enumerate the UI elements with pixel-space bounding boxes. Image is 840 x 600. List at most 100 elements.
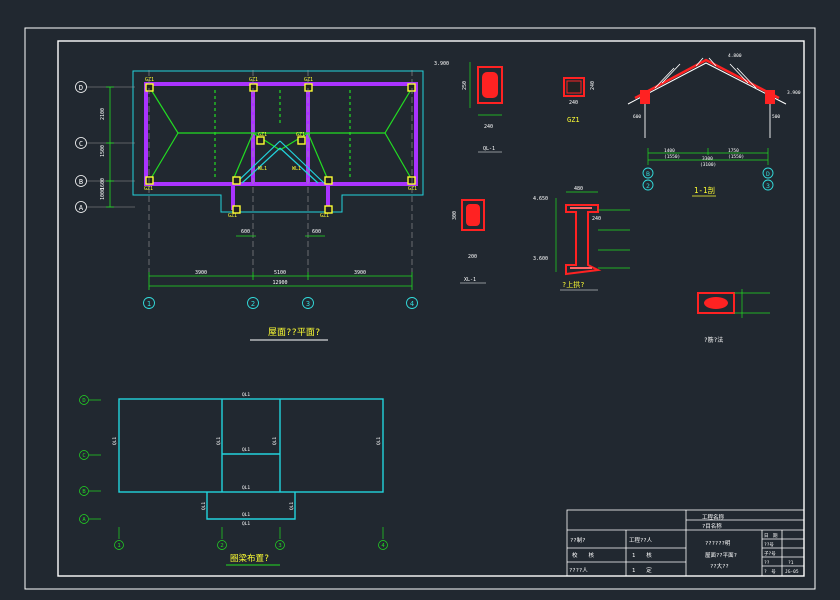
drawing-title-line: 屋面??平面? xyxy=(705,552,737,559)
dim-label: 2100 xyxy=(100,108,106,120)
axis-bubble-label: 4 xyxy=(410,300,414,308)
tb-cell: 1 定 xyxy=(632,566,652,574)
axis-bubble-label: 2 xyxy=(220,543,223,549)
column-tag: GZ1 xyxy=(296,132,305,138)
dim-label: 240 xyxy=(592,216,601,222)
beam-tag: QL1 xyxy=(242,447,250,453)
beam-tag: QL1 xyxy=(216,437,222,445)
column-tag: GZ1 xyxy=(144,186,153,192)
section-label: GZ1 xyxy=(567,116,580,124)
beam-tag: QL1 xyxy=(242,485,250,491)
axis-bubble-label: 2 xyxy=(251,300,255,308)
dim-label: 3300 xyxy=(702,156,713,162)
axis-bubble-label: 3 xyxy=(278,543,281,549)
dim-label: 5100 xyxy=(274,270,286,276)
plan-title: 屋面??平面? xyxy=(268,327,320,338)
axis-bubble-label: 2 xyxy=(646,182,650,190)
dim-label: 250 xyxy=(462,81,468,90)
dim-label: 240 xyxy=(484,124,493,130)
axis-bubble-label: 1 xyxy=(147,300,151,308)
beam-tag: QL1 xyxy=(242,512,250,518)
level-label: 3.600 xyxy=(533,256,548,262)
ring-beam-plan: QL1 QL1 QL1 QL1 QL1 QL1 QL1 QL1 QL1 QL1 … xyxy=(79,392,388,566)
axis-bubble-label: 1 xyxy=(117,543,120,549)
section-label: XL-1 xyxy=(464,277,476,283)
tb-cell: ????人 xyxy=(569,567,588,574)
beam-tag: QL1 xyxy=(272,437,278,445)
dim-label: 480 xyxy=(574,186,583,192)
dim-label: 1750 xyxy=(728,148,739,154)
dim-label: 1500 xyxy=(100,145,106,157)
dim-label: 600 xyxy=(241,229,250,235)
section-label: QL-1 xyxy=(483,146,495,152)
axis-bubble-label: 3 xyxy=(306,300,310,308)
section-detail: ?筋?法 xyxy=(697,289,770,344)
beam-tag: WL1 xyxy=(258,166,267,172)
axis-bubble-label: B xyxy=(82,489,86,495)
beam-tag: QL1 xyxy=(112,437,118,445)
axis-bubble-label: C xyxy=(79,140,83,148)
dim-label: 600 xyxy=(312,229,321,235)
roof-plan: GZ1 GZ1 GZ1 GZ1 GZ1 GZ1 GZ1 GZ1 GZ1 WL1 … xyxy=(75,70,424,341)
section-gz1: 240 240 GZ1 xyxy=(563,77,596,124)
axis-bubble-label: A xyxy=(82,517,86,523)
title-block xyxy=(566,509,805,577)
dim-label: 200 xyxy=(468,254,477,260)
dim-label: (3100) xyxy=(700,162,716,168)
column-tag: GZ1 xyxy=(249,77,258,83)
axis-bubble-label: A xyxy=(79,204,84,212)
dim-label: 3900 xyxy=(354,270,366,276)
beam-tag: QL1 xyxy=(242,521,250,527)
tb-cell: ??制? xyxy=(570,536,585,544)
section-title: 1-1剖 xyxy=(694,185,715,195)
tb-meta: ? 号 xyxy=(764,569,776,575)
axis-bubble-label: 4 xyxy=(381,543,385,549)
axis-bubble-label: C xyxy=(82,453,85,459)
dim-label: 1000 xyxy=(100,188,106,200)
dim-label: 3900 xyxy=(195,270,207,276)
level-label: 3.900 xyxy=(434,61,449,67)
column-tag: GZ1 xyxy=(320,213,329,219)
ring-plan-title: 圈梁布置? xyxy=(230,553,269,564)
column-tag: GZ1 xyxy=(304,77,313,83)
level-label: 4.800 xyxy=(728,53,742,59)
axis-bubble-label: 3 xyxy=(766,182,770,190)
axis-bubble-label: B xyxy=(79,178,83,186)
level-label: 4.650 xyxy=(533,196,548,202)
tb-meta-value: JG-05 xyxy=(785,569,799,575)
axis-bubble-label: D xyxy=(82,398,85,404)
tb-cell: 校 核 xyxy=(572,551,595,559)
outer-frame xyxy=(24,27,816,590)
beam-tag: QL1 xyxy=(201,502,207,510)
columns xyxy=(145,83,416,214)
drawing-title-line: ??????明 xyxy=(705,540,731,547)
column-tag: GZ1 xyxy=(145,77,154,83)
inner-frame xyxy=(57,40,805,577)
dim-label: 240 xyxy=(590,81,596,90)
axis-bubble-label: B xyxy=(646,170,650,178)
dim-label: 240 xyxy=(569,100,578,106)
beam-tag: QL1 xyxy=(376,437,382,445)
column-tag: GZ1 xyxy=(228,213,237,219)
project-name: 工程名称 xyxy=(702,513,725,521)
drawing-title-line: ??大?? xyxy=(710,562,729,570)
level-label: 3.900 xyxy=(787,90,801,96)
wall-band xyxy=(144,82,418,186)
dim-label: 300 xyxy=(452,211,458,220)
tb-meta: 日 期 xyxy=(764,533,778,539)
tb-meta: ??号 xyxy=(764,542,774,548)
dim-label: 1400 xyxy=(664,148,675,154)
item-name: ?目名称 xyxy=(702,522,722,530)
dim-label: (1550) xyxy=(728,154,744,160)
tb-meta: 子?号 xyxy=(764,550,776,557)
tb-meta-value: ?1 xyxy=(788,560,794,566)
beam-tag: QL1 xyxy=(289,502,295,510)
column-tag: GZ1 xyxy=(408,186,417,192)
section-gutter: 4.650 3.600 480 240 ?上拱? xyxy=(533,186,630,291)
section-1-1: 4.800 3.900 600 500 1400 (1550) 1750 (15… xyxy=(627,53,801,197)
beam-tag: QL1 xyxy=(242,392,250,398)
tb-meta: ?? xyxy=(764,560,770,566)
section-xl1: 300 200 XL-1 xyxy=(452,199,486,284)
tb-cell: 工程??人 xyxy=(629,536,653,544)
